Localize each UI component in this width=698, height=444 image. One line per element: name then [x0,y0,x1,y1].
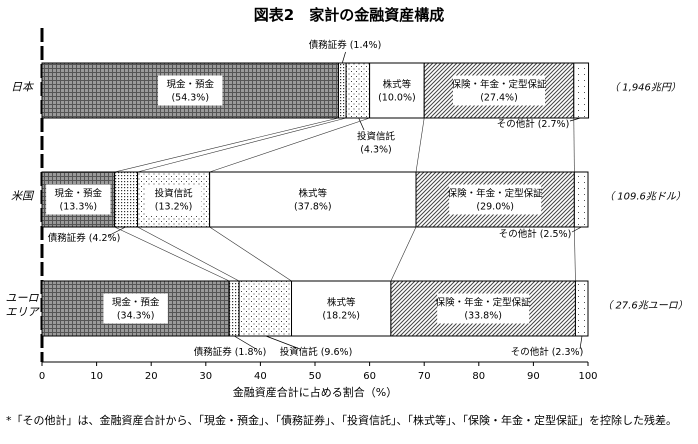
data-label-保険-年金-定型保証-2: 保険・年金・定型保証(33.8%) [436,297,532,322]
bar-その他計-1 [573,171,589,228]
bar-投資信託-0 [345,62,371,119]
data-label-保険-年金-定型保証-1-bg [449,184,542,215]
data-label-保険-年金-定型保証-2-bg [437,293,530,324]
data-label-other-1-leader [571,226,582,233]
data-label-現金-預金-2-bg [103,293,168,324]
chart-title: 図表2 家計の金融資産構成 [254,6,444,24]
connector-line [415,117,425,173]
total-label-2: （ 27.6兆ユーロ） [602,300,687,312]
data-label-other-0: その他計 (2.7%) [497,118,570,130]
connector-line [390,226,417,282]
x-tick-label-80: 80 [472,371,485,382]
data-label-株式等-0-bg [372,75,421,106]
data-label-debt-2-leader [234,335,257,350]
data-label-保険-年金-定型保証-1: 保険・年金・定型保証(29.0%) [448,188,544,213]
bar-投資信託-2 [238,280,293,337]
connector-line [114,117,339,173]
x-tick-label-0: 0 [39,371,45,382]
total-label-1: （ 109.6兆ドル） [604,191,686,203]
data-label-other-0-leader [569,117,581,122]
data-label-株式等-1-bg [280,184,346,215]
bar-債務証券-0 [337,62,347,119]
x-tick-label-70: 70 [418,371,431,382]
x-tick-label-30: 30 [199,371,212,382]
bar-その他計-0 [573,62,590,119]
data-label-debt-2: 債務証券 (1.8%) [194,346,267,358]
data-label-debt-1-leader [107,226,126,237]
data-label-trust-2-leader [265,335,301,350]
category-label-ユーロ-エリア: ユーロエリア [6,292,41,319]
total-label-0: （ 1,946兆円） [609,82,681,94]
data-label-株式等-1: 株式等(37.8%) [294,188,332,213]
x-axis-title: 金融資産合計に占める割合（%） [233,385,397,399]
connector-line [574,226,576,282]
bar-その他計-2 [574,280,589,337]
x-tick-label-40: 40 [254,371,267,382]
footnote: *「その他計」は、金融資産合計から、「現金・預金」、「債務証券」、「投資信託」、… [6,414,677,427]
connector-line [209,226,292,282]
x-tick-label-10: 10 [90,371,103,382]
data-label-株式等-2-bg [309,293,374,324]
data-label-other-2: その他計 (2.3%) [511,346,584,358]
data-label-trust-2: 投資信託 (9.6%) [280,346,353,358]
x-tick-label-60: 60 [363,371,376,382]
x-tick-label-20: 20 [145,371,158,382]
data-label-現金-預金-2: 現金・預金(34.3%) [112,297,160,322]
connector-line [114,226,230,282]
connector-line [137,226,240,282]
data-label-debt-0-leader [341,51,346,64]
data-label-保険-年金-定型保証-0: 保険・年金・定型保証(27.4%) [451,79,547,104]
x-tick-label-100: 100 [578,371,597,382]
data-label-株式等-0: 株式等(10.0%) [378,79,416,104]
data-label-現金-預金-1: 現金・預金(13.3%) [55,188,103,213]
connector-line [137,117,347,173]
data-label-現金-預金-0: 現金・預金(54.3%) [166,79,214,104]
x-tick-label-50: 50 [309,371,322,382]
x-tick-label-90: 90 [527,371,540,382]
data-label-debt-0: 債務証券 (1.4%) [309,39,382,51]
data-label-trust-0: 投資信託(4.3%) [357,131,396,156]
category-label-日本: 日本 [11,81,35,94]
data-label-現金-預金-1-bg [46,184,111,215]
data-label-株式等-2: 株式等(18.2%) [322,297,360,322]
data-label-debt-1: 債務証券 (4.2%) [48,232,121,244]
data-label-投資信託-1: 投資信託(13.2%) [155,188,194,213]
category-label-米国: 米国 [11,190,35,203]
data-label-trust-0-leader [358,117,365,131]
bar-債務証券-2 [228,280,240,337]
data-label-other-1: その他計 (2.5%) [499,228,572,240]
data-label-保険-年金-定型保証-0-bg [453,75,546,106]
data-label-現金-預金-0-bg [158,75,223,106]
data-label-other-2-leader [579,335,583,350]
connector-line [573,117,575,173]
data-label-投資信託-1-bg [145,184,202,215]
bar-債務証券-1 [114,171,139,228]
connector-line [209,117,370,173]
